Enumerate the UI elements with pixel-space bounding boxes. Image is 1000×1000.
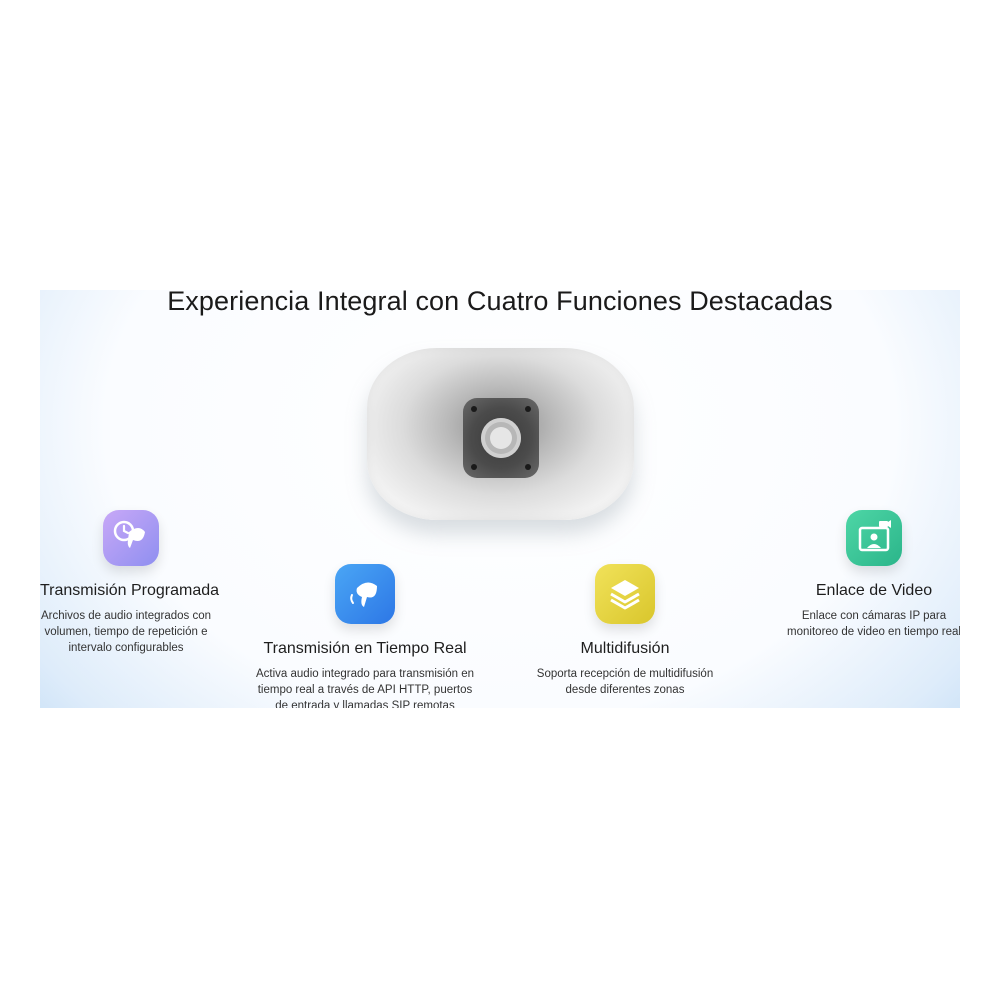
speaker-throat <box>463 398 539 478</box>
video-link-icon <box>846 510 902 566</box>
horn-speaker-image <box>367 348 634 520</box>
realtime-broadcast-icon <box>335 564 395 624</box>
feature-description: Soporta recepción de multidifusión desde… <box>536 668 714 696</box>
page-title: Experiencia Integral con Cuatro Funcione… <box>167 290 833 316</box>
feature-title: Enlace de Video <box>815 582 933 599</box>
feature-title: Transmisión Programada <box>40 582 220 599</box>
feature-title: Multidifusión <box>580 640 670 657</box>
speaker-driver <box>481 418 521 458</box>
layers-icon <box>595 564 655 624</box>
feature-banner: Experiencia Integral con Cuatro Funcione… <box>40 290 960 708</box>
scheduled-broadcast-icon <box>103 510 159 566</box>
screw <box>471 464 477 470</box>
feature-description: Enlace con cámaras IP para monitoreo de … <box>787 610 960 638</box>
feature-description: Archivos de audio integrados con volumen… <box>40 610 212 654</box>
feature-title: Transmisión en Tiempo Real <box>263 640 467 657</box>
screw <box>471 406 477 412</box>
screw <box>525 406 531 412</box>
feature-description: Activa audio integrado para transmisión … <box>256 668 474 708</box>
screw <box>525 464 531 470</box>
